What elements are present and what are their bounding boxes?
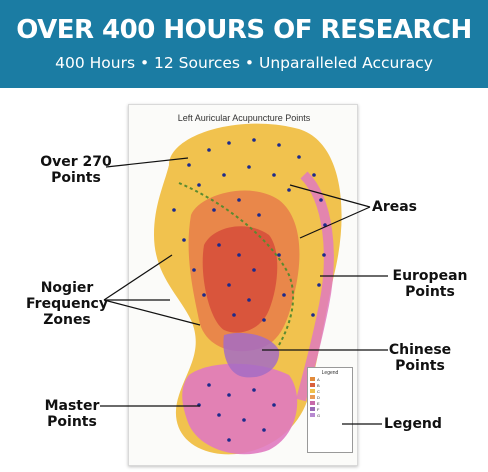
cavum-region	[202, 226, 278, 333]
callout-line: Over 270	[40, 154, 112, 170]
legend-title: Legend	[321, 370, 339, 376]
callout-nogier-frequency-zones: Nogier Frequency Zones	[22, 280, 112, 328]
legend-label: B	[317, 382, 320, 388]
legend-box: Legend A B C D E F G	[307, 367, 353, 453]
callout-line: Chinese	[388, 342, 452, 358]
callout-chinese-points: Chinese Points	[382, 342, 458, 374]
legend-label: D	[317, 394, 320, 400]
callout-line: Points	[395, 358, 445, 374]
headline: OVER 400 HOURS OF RESEARCH	[16, 15, 472, 45]
callout-line: Master	[44, 398, 100, 414]
legend-row: D	[308, 394, 352, 400]
callout-line: Nogier	[40, 280, 94, 296]
callout-areas: Areas	[372, 199, 418, 215]
legend-row: G	[308, 412, 352, 418]
subheadline: 400 Hours • 12 Sources • Unparalleled Ac…	[55, 54, 433, 72]
header-banner: OVER 400 HOURS OF RESEARCH 400 Hours • 1…	[0, 0, 488, 88]
acupuncture-points	[172, 138, 327, 442]
legend-row: E	[308, 400, 352, 406]
legend-label: A	[317, 376, 320, 382]
callout-line: European	[392, 268, 468, 284]
legend-row: F	[308, 406, 352, 412]
callout-line: Zones	[43, 312, 91, 328]
legend-row: A	[308, 376, 352, 382]
callout-european-points: European Points	[388, 268, 472, 300]
ear-illustration	[154, 123, 342, 455]
callout-master-points: Master Points	[40, 398, 104, 430]
poster-title: Left Auricular Acupuncture Points	[177, 113, 311, 123]
legend-row: C	[308, 388, 352, 394]
callout-line: Points	[51, 170, 101, 186]
callout-line: Frequency	[26, 296, 108, 312]
legend-row: B	[308, 382, 352, 388]
callout-line: Points	[405, 284, 455, 300]
legend-label: E	[317, 400, 320, 406]
callout-over-270-points: Over 270 Points	[40, 154, 112, 186]
lobe-region	[182, 363, 298, 455]
tragus-region	[223, 332, 280, 378]
callout-line: Points	[47, 414, 97, 430]
legend-label: G	[317, 412, 321, 418]
legend-label: F	[317, 406, 320, 412]
legend-label: C	[317, 388, 320, 394]
antihelix-line	[178, 182, 295, 346]
callout-legend: Legend	[384, 416, 442, 432]
